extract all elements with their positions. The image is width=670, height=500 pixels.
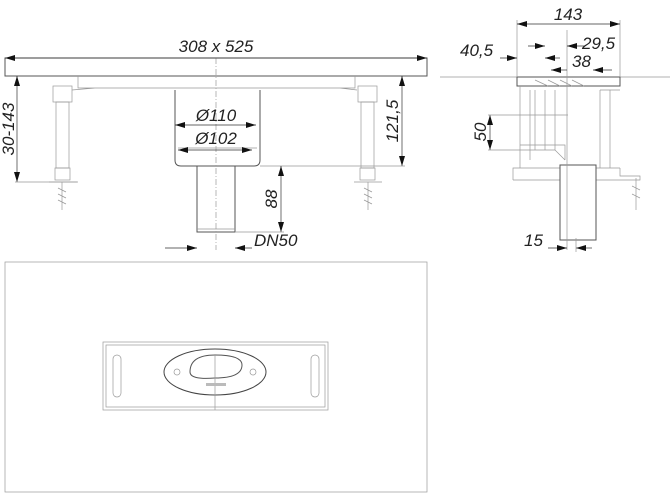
dim-height-range: 30-143 (0, 102, 18, 155)
slot-left (112, 354, 122, 398)
frame-plate (102, 341, 329, 411)
top-view (4, 261, 428, 493)
dim-offset-left: 40,5 (460, 41, 494, 60)
dim-pipe-length: 88 (262, 189, 281, 208)
dim-pipe-offset: 15 (524, 231, 543, 250)
side-view: 143 29,5 40,5 38 50 15 (440, 5, 670, 252)
tile-outline (4, 261, 428, 493)
front-view: 308 x 525 30-143 121,5 Ø110 Ø102 88 DN50 (0, 37, 428, 251)
dim-inner-diameter: Ø102 (194, 129, 237, 148)
grate-opening (189, 354, 243, 379)
dim-grate-width: 38 (572, 52, 591, 71)
side-outlet-pipe (559, 164, 597, 241)
dim-width: 143 (554, 5, 583, 24)
screw-icon (173, 368, 181, 376)
right-leg (354, 85, 382, 210)
left-leg (49, 85, 77, 210)
drain-body (174, 90, 261, 167)
dim-outlet: DN50 (254, 231, 298, 250)
dim-body-height: 121,5 (383, 99, 402, 142)
dim-overall: 308 x 525 (179, 37, 254, 56)
dim-offset-right: 29,5 (581, 34, 616, 53)
brand-logo (206, 383, 226, 386)
support-plate (71, 76, 358, 91)
slot-right (310, 354, 320, 398)
grate (516, 76, 621, 87)
screw-icon (249, 368, 257, 376)
dim-water-seal: 50 (471, 122, 490, 141)
dim-outer-diameter: Ø110 (195, 106, 237, 125)
